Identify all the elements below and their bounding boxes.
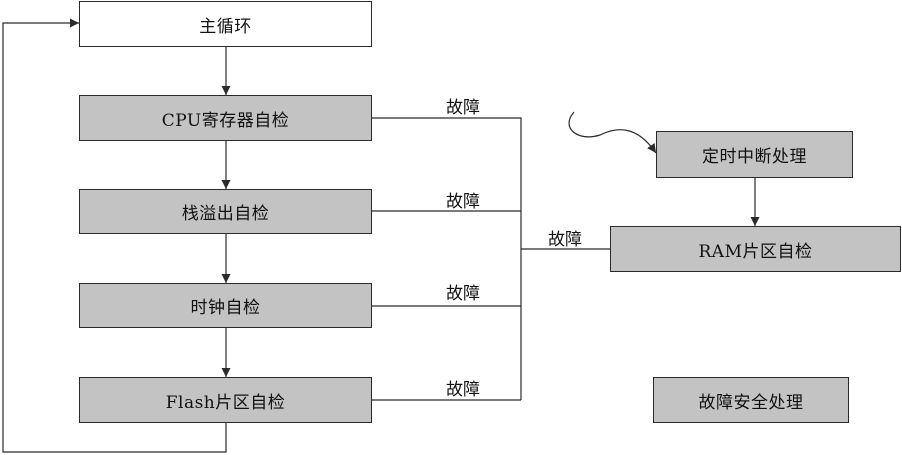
- main-loop-label: 主循环: [199, 16, 252, 37]
- ram-selftest-label: RAM片区自检: [698, 241, 813, 262]
- ram-selftest-box: RAM片区自检: [610, 226, 901, 272]
- clock-selftest-label: 时钟自检: [190, 298, 261, 318]
- fault-safe-handling-label: 故障安全处理: [698, 392, 804, 413]
- stack-overflow-selftest-box: 栈溢出自检: [79, 189, 372, 234]
- clock-selftest-box: 时钟自检: [79, 283, 372, 328]
- stack-overflow-selftest-label: 栈溢出自检: [181, 204, 270, 224]
- cpu-register-selftest-box: CPU寄存器自检: [79, 95, 372, 141]
- flash-selftest-label: Flash片区自检: [165, 392, 286, 413]
- fault-label-clock: 故障: [446, 284, 480, 304]
- fault-label-cpu: 故障: [446, 98, 480, 118]
- fault-label-flash: 故障: [446, 380, 480, 400]
- interrupt-curve-arrow: [568, 111, 657, 154]
- cpu-register-selftest-label: CPU寄存器自检: [161, 110, 290, 131]
- timer-interrupt-box: 定时中断处理: [656, 131, 853, 178]
- fault-line-cpu: [372, 117, 522, 400]
- fault-safe-handling-box: 故障安全处理: [653, 377, 849, 423]
- loop-back-arrow: [2, 18, 227, 453]
- fault-label-ram: 故障: [548, 230, 582, 250]
- main-loop-box: 主循环: [79, 1, 372, 47]
- fault-label-stack: 故障: [446, 192, 480, 212]
- timer-interrupt-label: 定时中断处理: [702, 147, 807, 167]
- flash-selftest-box: Flash片区自检: [79, 377, 372, 423]
